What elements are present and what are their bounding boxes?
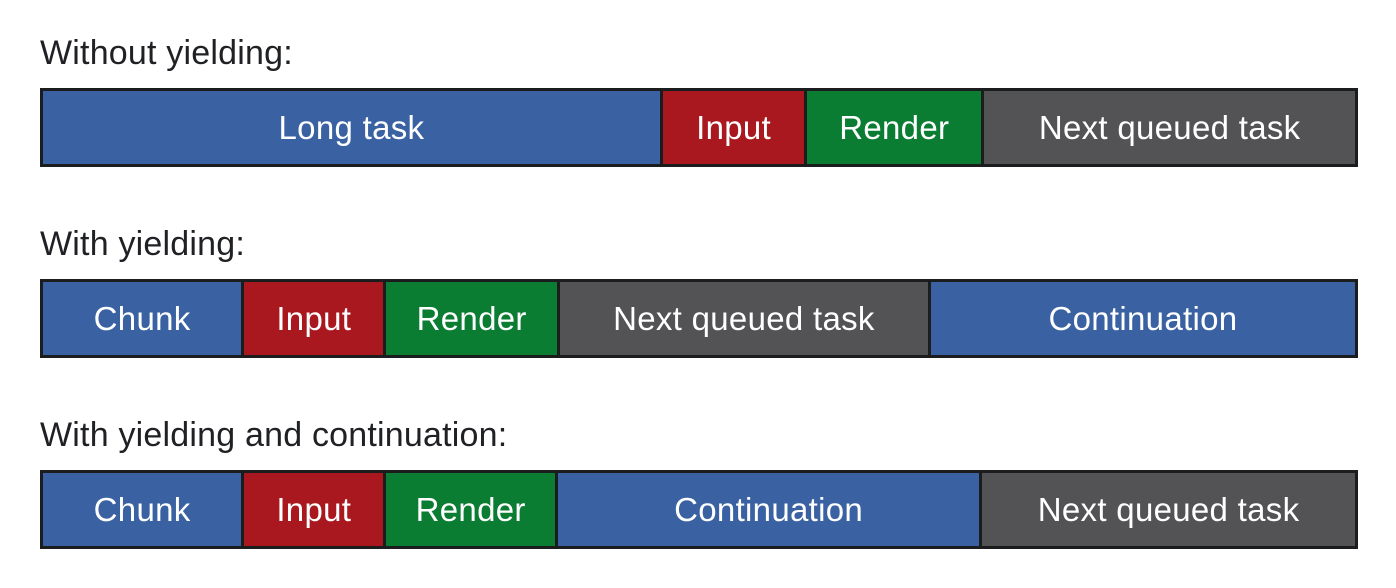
segment-label: Render bbox=[839, 108, 950, 146]
segment-next-queued-task: Next queued task bbox=[556, 282, 928, 356]
segment-label: Render bbox=[415, 490, 526, 528]
segment-label: Next queued task bbox=[1038, 108, 1301, 146]
row-label: With yielding and continuation: bbox=[40, 416, 508, 455]
timeline-section: With yielding and continuation: Chunk Inpu… bbox=[40, 416, 1358, 550]
segment-label: Input bbox=[276, 299, 352, 337]
segment-input: Input bbox=[241, 473, 384, 547]
segment-continuation: Continuation bbox=[555, 473, 980, 547]
segment-label: Continuation bbox=[674, 490, 864, 528]
timeline-section: With yielding: Chunk Input Render Next queue… bbox=[40, 225, 1358, 359]
row-label: Without yielding: bbox=[40, 34, 293, 72]
segment-label: Chunk bbox=[93, 490, 191, 528]
row-label: With yielding: bbox=[40, 225, 245, 264]
segment-chunk: Chunk bbox=[43, 282, 242, 356]
segment-label: Continuation bbox=[1048, 299, 1238, 337]
segment-render: Render bbox=[383, 473, 555, 547]
timeline-section: Without yielding: Long task Input Render Nex… bbox=[40, 34, 1358, 168]
segment-continuation: Continuation bbox=[927, 282, 1355, 356]
segment-label: Chunk bbox=[93, 299, 191, 337]
segment-input: Input bbox=[241, 282, 384, 356]
task-bar: Long task Input Render Next queued task bbox=[40, 88, 1358, 168]
segment-long-task: Long task bbox=[43, 91, 660, 165]
segment-label: Next queued task bbox=[613, 299, 875, 337]
segment-input: Input bbox=[659, 91, 805, 165]
segment-render: Render bbox=[804, 91, 982, 165]
segment-label: Long task bbox=[278, 108, 425, 146]
task-bar: Chunk Input Render Next queued task Continua… bbox=[40, 279, 1358, 359]
segment-chunk: Chunk bbox=[43, 473, 242, 547]
segment-render: Render bbox=[383, 282, 557, 356]
segment-label: Input bbox=[696, 108, 772, 146]
segment-label: Input bbox=[276, 490, 352, 528]
segment-label: Render bbox=[416, 299, 527, 337]
segment-next-queued-task: Next queued task bbox=[981, 91, 1355, 165]
task-bar: Chunk Input Render Continuation Next queued … bbox=[40, 470, 1358, 550]
segment-next-queued-task: Next queued task bbox=[979, 473, 1356, 547]
segment-label: Next queued task bbox=[1037, 490, 1300, 528]
